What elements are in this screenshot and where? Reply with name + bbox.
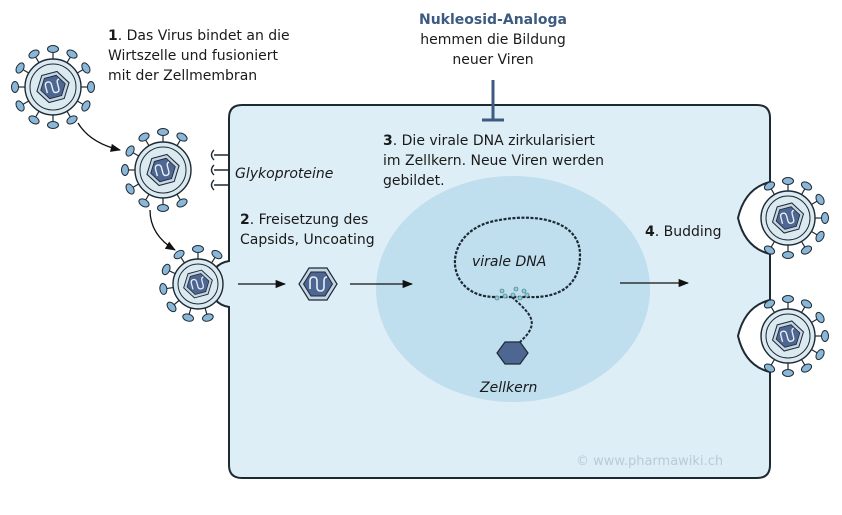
step2-caption: 2. Freisetzung des Capsids, Uncoating — [240, 212, 375, 248]
drug-caption: Nukleosid-Analoga hemmen die Bildung neu… — [400, 10, 586, 70]
glycoprotein-receptors — [210, 149, 229, 191]
virus-fusing — [159, 245, 224, 322]
step1-caption: 1. Das Virus bindet an die Wirtszelle un… — [108, 28, 290, 84]
virus-binding — [121, 128, 192, 212]
arrow-virus-to-binding — [77, 122, 122, 152]
glycoproteins-label: Glykoproteine — [235, 166, 334, 182]
arrow-binding-to-fusion — [149, 209, 176, 251]
step4-caption: 4. Budding — [645, 224, 722, 240]
virus-budding-upper — [760, 177, 829, 259]
inhibition-marker — [482, 80, 504, 122]
drug-title: Nukleosid-Analoga — [418, 12, 567, 28]
watermark: © www.pharmawiki.ch — [576, 454, 724, 469]
nucleus-label: Zellkern — [480, 380, 538, 396]
nucleus — [376, 176, 650, 402]
step3-caption: 3. Die virale DNA zirkularisiert im Zell… — [383, 133, 604, 189]
nucleotide-dots — [494, 286, 530, 301]
virus-free — [11, 45, 95, 129]
virus-budding-lower — [760, 295, 829, 377]
nucleus-capsid — [496, 341, 529, 365]
viral-dna-tail — [511, 296, 533, 347]
viral-dna-label: virale DNA — [472, 254, 547, 270]
